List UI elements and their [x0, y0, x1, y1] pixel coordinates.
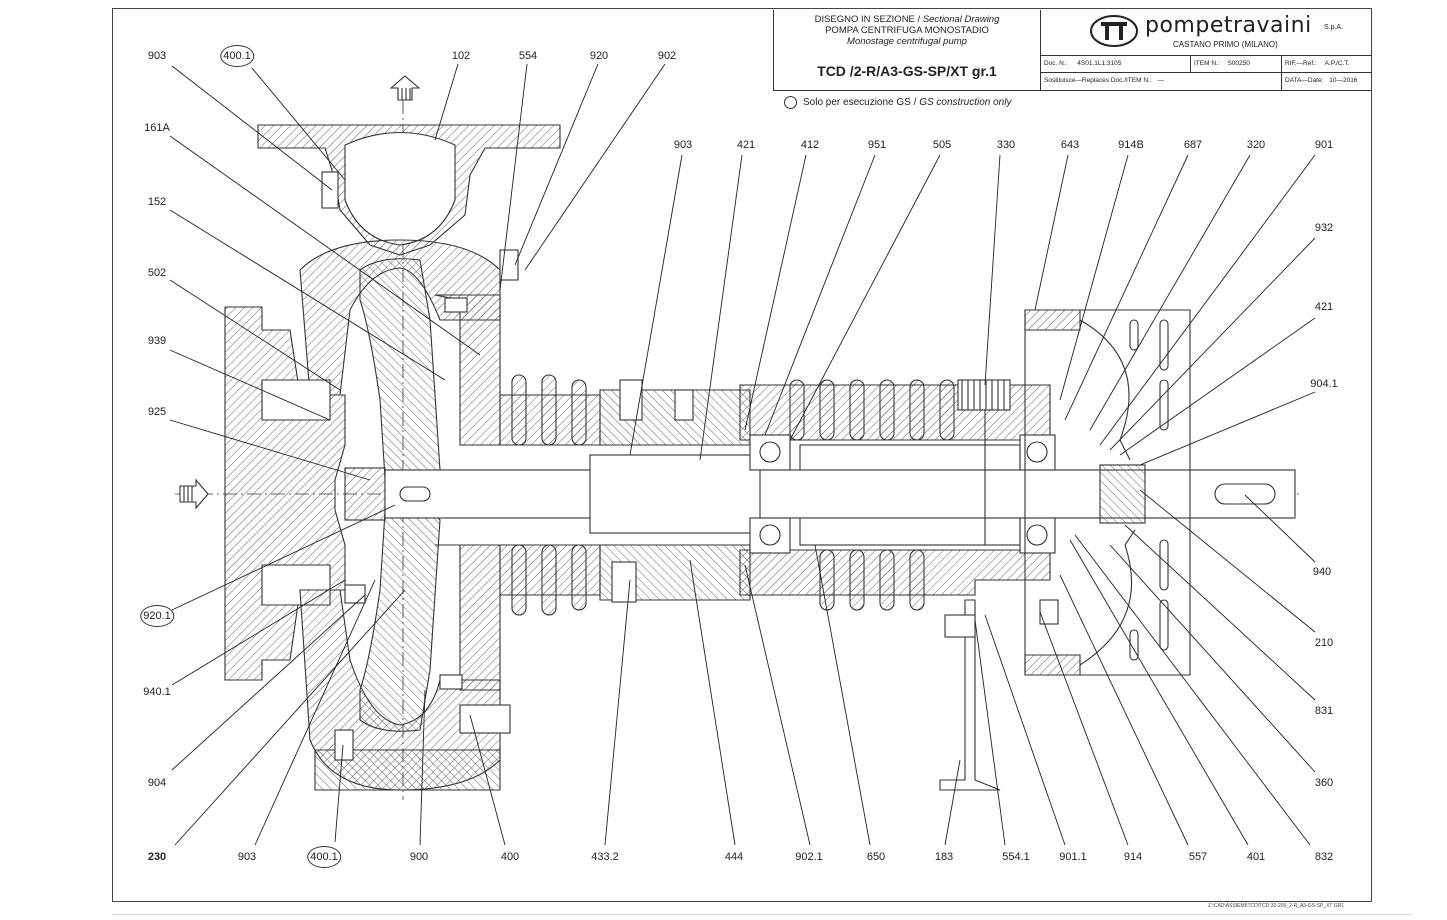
part-label: 421: [1314, 301, 1334, 313]
date-label: DATA—Date:: [1285, 77, 1324, 84]
file-path-note: Z:\CAD\ASSIEMI\TCD\TCD 32-200_2-R_A3-GS-…: [1208, 903, 1345, 909]
part-label: 554: [518, 50, 538, 62]
note-circle-icon: [784, 96, 797, 109]
doc-label: Doc. N.:: [1044, 60, 1068, 67]
ref-value: A.P./C.T.: [1324, 60, 1350, 67]
item-number-cell: ITEM N.: S00250: [1191, 56, 1282, 73]
doc-value: 4S01.1L1.3105: [1077, 60, 1122, 67]
part-label: 554.1: [1002, 851, 1030, 863]
part-label: 502: [147, 267, 167, 279]
part-label: 412: [800, 139, 820, 151]
drawing-frame: [112, 8, 1372, 902]
part-label: 400: [500, 851, 520, 863]
part-label: 901: [1314, 139, 1334, 151]
title-line1: DISEGNO IN SEZIONE /: [814, 14, 921, 25]
part-label: 951: [867, 139, 887, 151]
title-line1-en: Sectional Drawing: [922, 14, 1000, 25]
part-label: 831: [1314, 705, 1334, 717]
part-label: 904.1: [1310, 378, 1338, 390]
company-suffix: S.p.A.: [1324, 24, 1344, 31]
part-label-circled: 400.1: [220, 45, 254, 67]
title-description: DISEGNO IN SEZIONE / Sectional Drawing P…: [774, 10, 1041, 90]
company-logo-block: pompetravaini S.p.A. CASTANO PRIMO (MILA…: [1041, 10, 1372, 56]
part-label: 902.1: [795, 851, 823, 863]
part-label: 421: [736, 139, 756, 151]
part-label-circled: 400.1: [307, 846, 341, 868]
part-label: 557: [1188, 851, 1208, 863]
part-label: 914B: [1118, 139, 1144, 151]
part-label: 230: [147, 851, 167, 863]
part-label: 687: [1183, 139, 1203, 151]
replaces-value: —: [1157, 77, 1164, 84]
company-logo-icon: [1090, 15, 1138, 47]
part-label: 643: [1060, 139, 1080, 151]
ref-cell: RIF.—Ref.: A.P./C.T.: [1282, 56, 1372, 73]
part-label-circled: 920.1: [140, 605, 174, 627]
doc-number-cell: Doc. N.: 4S01.1L1.3105: [1041, 56, 1191, 73]
part-label: 650: [866, 851, 886, 863]
item-label: ITEM N.:: [1194, 60, 1220, 67]
part-label: 903: [673, 139, 693, 151]
date-value: 10—2016: [1329, 77, 1358, 84]
part-label: 832: [1314, 851, 1334, 863]
part-label: 920: [589, 50, 609, 62]
part-label: 210: [1314, 637, 1334, 649]
part-label: 401: [1246, 851, 1266, 863]
part-label: 900: [409, 851, 429, 863]
replaces-cell: Sostituisce—Replaces Doc./ITEM N.: —: [1041, 73, 1282, 90]
part-label: 901.1: [1059, 851, 1087, 863]
replaces-label: Sostituisce—Replaces Doc./ITEM N.:: [1044, 77, 1152, 84]
part-label: 161A: [144, 122, 170, 134]
part-label: 433.2: [591, 851, 619, 863]
part-label: 183: [934, 851, 954, 863]
title-block: DISEGNO IN SEZIONE / Sectional Drawing P…: [773, 10, 1372, 91]
note-text: Solo per esecuzione GS /: [803, 97, 917, 108]
part-label: 360: [1314, 777, 1334, 789]
part-label: 152: [147, 196, 167, 208]
part-label: 932: [1314, 222, 1334, 234]
gs-construction-note: Solo per esecuzione GS / GS construction…: [784, 96, 1011, 109]
part-label: 903: [147, 50, 167, 62]
ref-label: RIF.—Ref.:: [1285, 60, 1317, 67]
part-label: 330: [996, 139, 1016, 151]
part-label: 904: [147, 777, 167, 789]
company-city: CASTANO PRIMO (MILANO): [1173, 40, 1278, 49]
part-label: 320: [1246, 139, 1266, 151]
item-value: S00250: [1227, 60, 1250, 67]
part-label: 102: [451, 50, 471, 62]
part-label: 939: [147, 335, 167, 347]
note-text-en: GS construction only: [919, 97, 1012, 108]
part-label: 940.1: [143, 686, 171, 698]
company-name: pompetravaini: [1145, 13, 1312, 38]
part-label: 902: [657, 50, 677, 62]
part-label: 914: [1123, 851, 1143, 863]
date-cell: DATA—Date: 10—2016: [1282, 73, 1372, 90]
title-line2: POMPA CENTRIFUGA MONOSTADIO: [825, 25, 989, 36]
part-label: 505: [932, 139, 952, 151]
part-label: 903: [237, 851, 257, 863]
part-label: 925: [147, 406, 167, 418]
title-line3: Monostage centrifugal pump: [847, 36, 967, 47]
part-label: 444: [724, 851, 744, 863]
drawing-code: TCD /2-R/A3-GS-SP/XT gr.1: [817, 63, 997, 79]
bottom-rule: [112, 914, 1412, 915]
part-label: 940: [1312, 566, 1332, 578]
